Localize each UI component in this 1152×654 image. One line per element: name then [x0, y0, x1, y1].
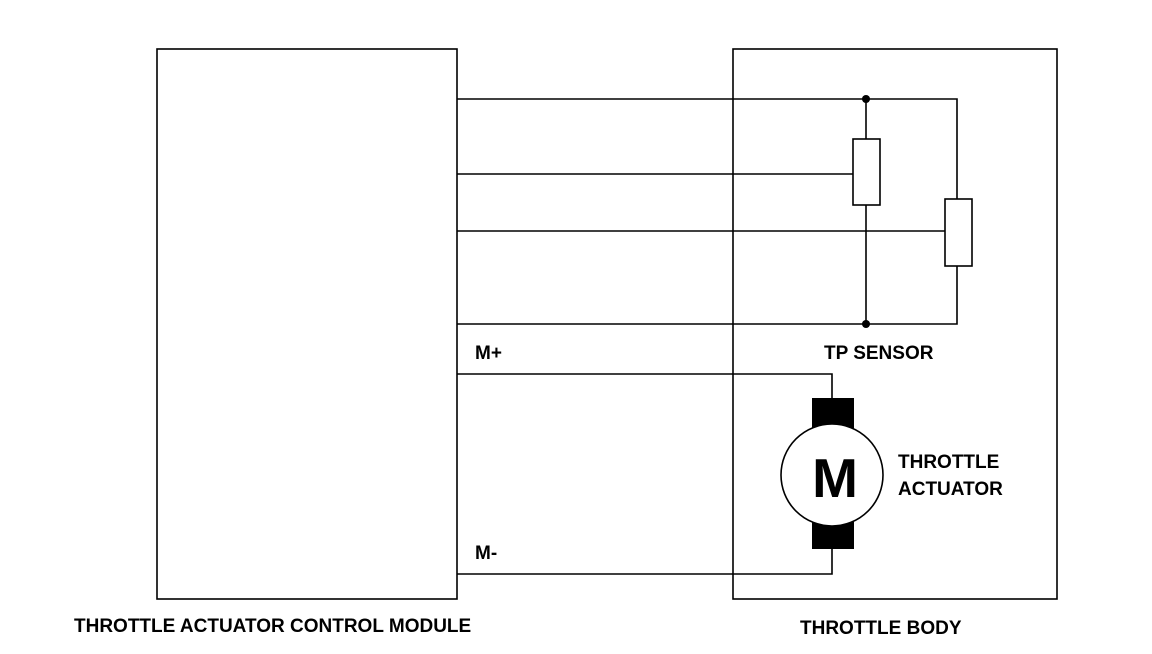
actuator-label-line1: THROTTLE	[898, 452, 999, 473]
throttle-body-label: THROTTLE BODY	[800, 618, 962, 639]
control-module-label: THROTTLE ACTUATOR CONTROL MODULE	[74, 616, 471, 637]
motor-symbol: M	[812, 447, 858, 509]
motor-minus-wire	[457, 549, 833, 575]
control-module-box	[156, 48, 458, 600]
junction-dot-top	[862, 95, 870, 103]
junction-dot-bottom	[862, 320, 870, 328]
sensor-wire-4	[457, 266, 958, 325]
motor-minus-label: M-	[475, 543, 497, 564]
motor-plus-wire	[457, 373, 833, 398]
motor-icon	[780, 423, 884, 527]
motor-plus-label: M+	[475, 343, 502, 364]
potentiometer-2	[944, 198, 973, 267]
potentiometer-1	[852, 138, 881, 206]
actuator-label-line2: ACTUATOR	[898, 479, 1003, 500]
sensor-wire-1	[457, 98, 958, 199]
tp-sensor-label: TP SENSOR	[824, 343, 934, 364]
